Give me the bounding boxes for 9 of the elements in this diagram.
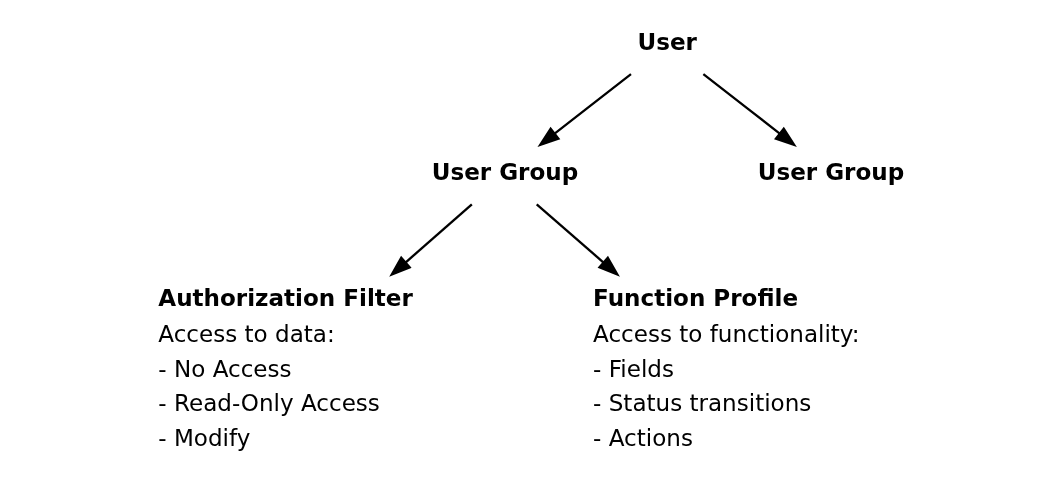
node-text: User Group: [431, 158, 578, 185]
arrow: [702, 73, 797, 147]
node-text: Function Profile Access to functionality: - Fields - Status transitions - Actions: [592, 284, 860, 451]
arrow: [388, 203, 473, 277]
node-text: Authorization Filter Access to data: - No Access - Read-Only Access - Modify: [157, 284, 413, 451]
node-text: User: [637, 28, 697, 55]
arrow: [535, 203, 620, 277]
node-text: User Group: [757, 158, 904, 185]
arrow: [536, 73, 632, 147]
